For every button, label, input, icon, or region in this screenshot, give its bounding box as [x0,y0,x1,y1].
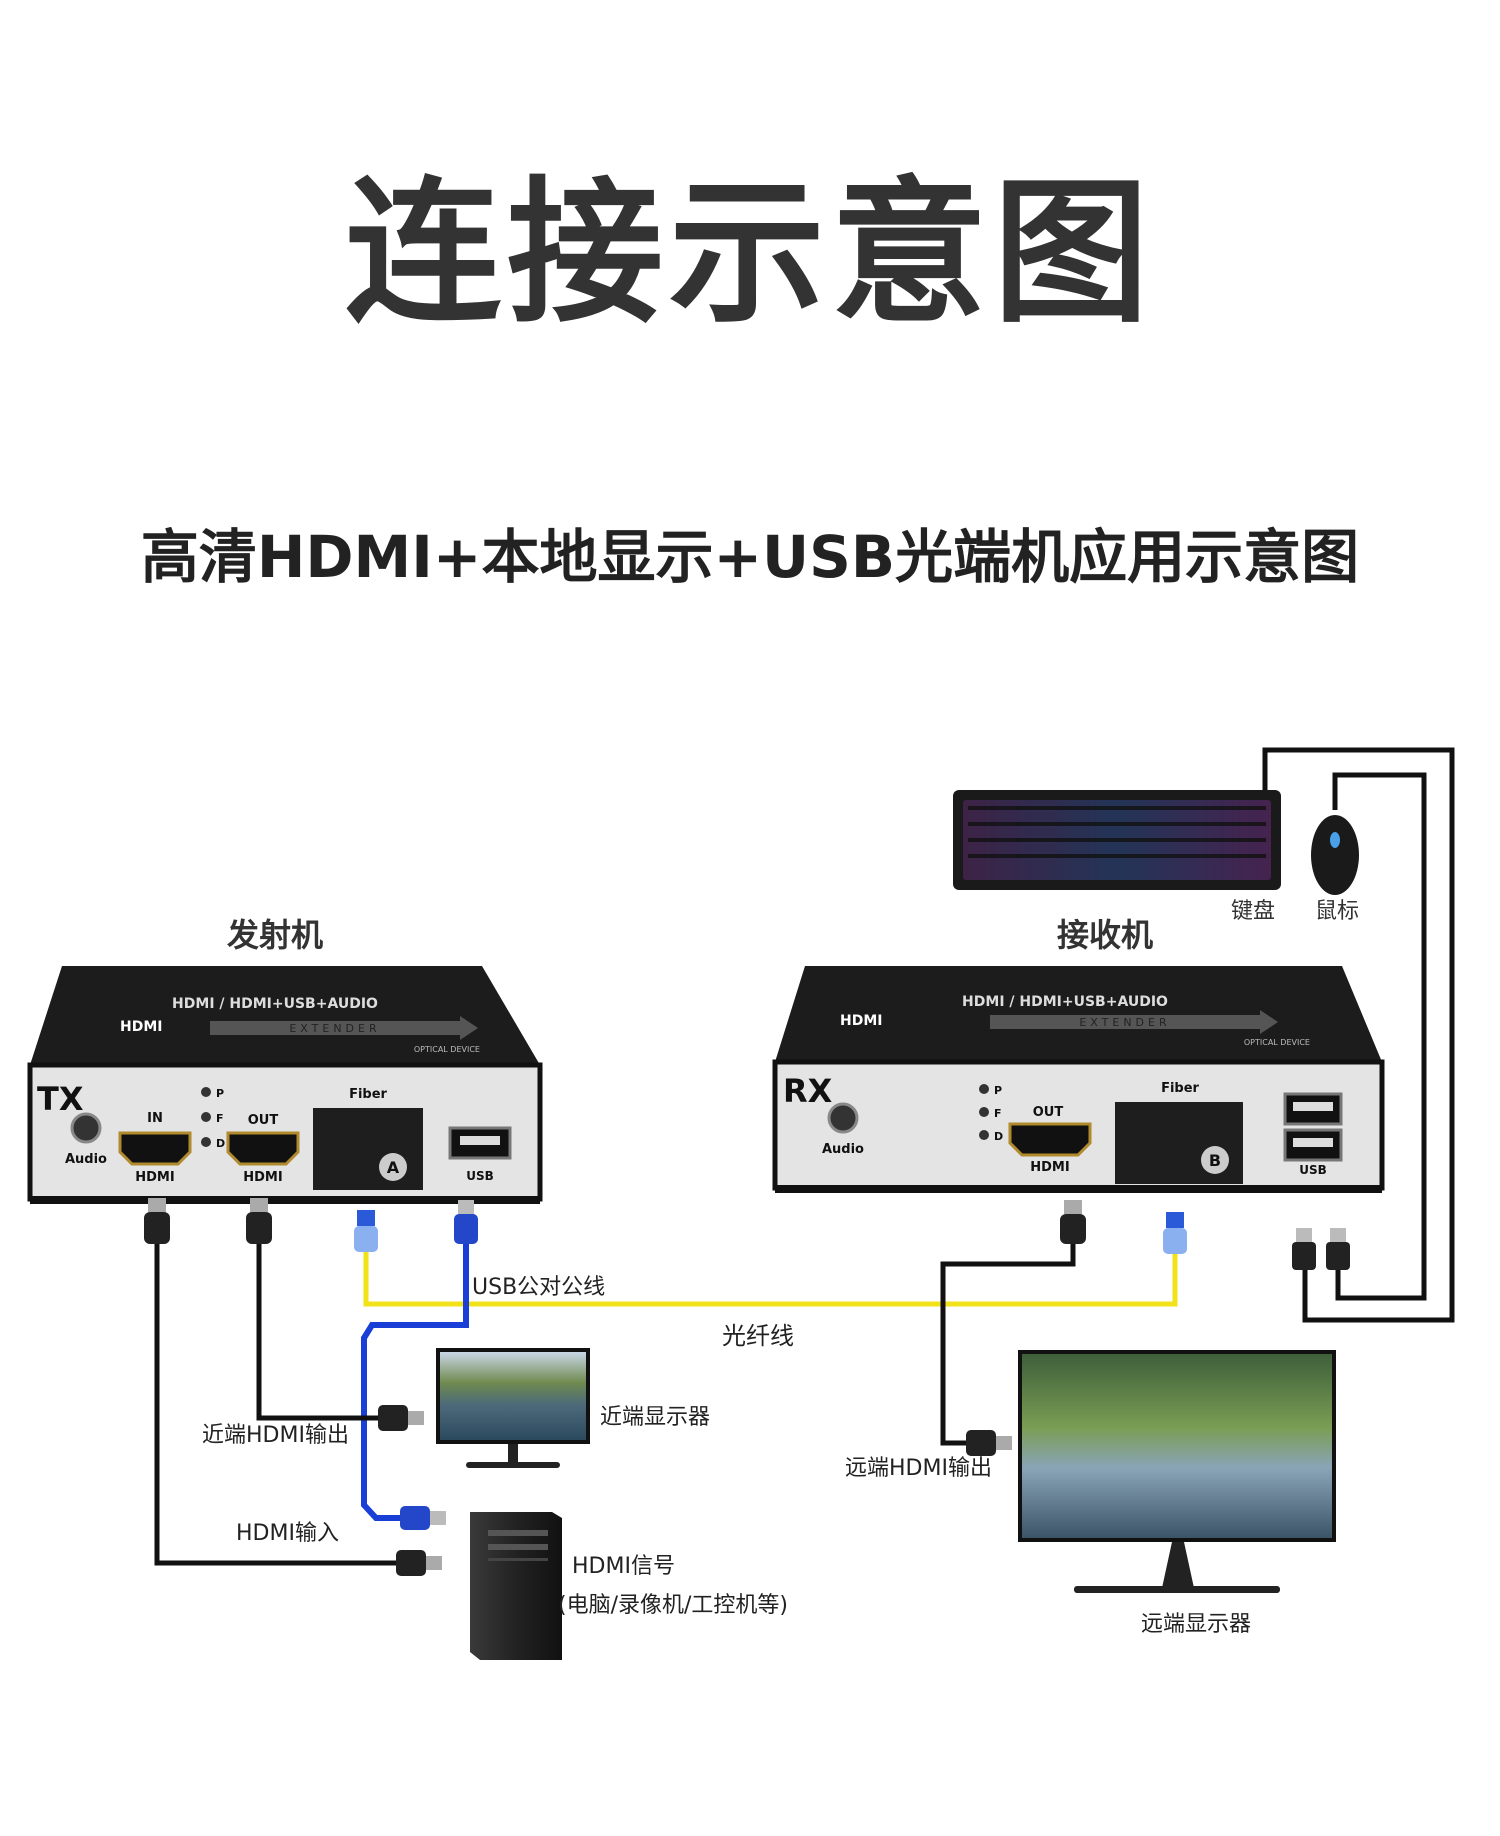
near-hdmi-cable [256,1232,380,1421]
page-title: 连接示意图 [345,162,1155,344]
tx-top-optical: OPTICAL DEVICE [414,1045,480,1054]
rx-fiber-port-icon[interactable] [1115,1102,1243,1184]
tx-top-text: HDMI / HDMI+USB+AUDIO [172,996,378,1012]
pc-tower-icon [470,1512,562,1660]
keyboard-label: 键盘 [1231,899,1275,924]
tx-audio-label: Audio [65,1152,107,1167]
far-display-plug-icon [966,1430,1012,1456]
far-hdmi-out-label: 远端HDMI输出 [845,1456,992,1481]
tx-led-f-label: F [216,1112,224,1125]
rx-top-text: HDMI / HDMI+USB+AUDIO [962,994,1168,1010]
usb-cable-label: USB公对公线 [472,1275,605,1300]
hdmi-input-label: HDMI输入 [236,1521,339,1546]
rx-top-logo: HDMI [840,1013,882,1029]
receiver-caption: 接收机 [1057,916,1153,954]
tx-fiber-port-icon[interactable] [313,1108,423,1190]
rx-usb-plug-1-icon [1292,1228,1316,1270]
mouse-cable [1332,772,1427,1301]
mouse-icon [1311,815,1359,895]
rx-audio-label: Audio [822,1142,864,1157]
transmitter-device: HDMI / HDMI+USB+AUDIO HDMI EXTENDER OPTI… [27,966,543,1204]
rx-led-f-icon [979,1107,989,1117]
tx-hdmi-out-bottom-label: HDMI [243,1170,282,1185]
rx-fiber-label: Fiber [1161,1081,1199,1096]
tx-top-extender: EXTENDER [289,1022,380,1035]
tx-fiber-port-letter: A [387,1158,400,1177]
keyboard-cable [1262,747,1455,1323]
tx-label: TX [37,1080,84,1118]
tx-led-d-label: D [216,1137,225,1150]
rx-led-d-label: D [994,1130,1003,1143]
page-subtitle: 高清HDMI+本地显示+USB光端机应用示意图 [140,523,1360,591]
rx-hdmi-out-top-label: OUT [1033,1105,1064,1120]
tx-led-p-label: P [216,1087,224,1100]
rx-fiber-plug-icon [1163,1212,1187,1254]
rx-hdmi-out-port-icon[interactable] [1008,1122,1092,1157]
tx-hdmi-out-port-icon[interactable] [226,1131,300,1166]
rx-fiber-port-letter: B [1209,1151,1221,1170]
rx-led-p-icon [979,1084,989,1094]
pc-usb-plug-icon [400,1506,446,1530]
transmitter-caption: 发射机 [227,916,323,954]
rx-hdmi-plug-icon [1060,1200,1086,1244]
tx-led-d-icon [201,1137,211,1147]
far-hdmi-cable [940,1240,1076,1446]
tx-led-f-icon [201,1112,211,1122]
rx-top-extender: EXTENDER [1079,1016,1170,1029]
near-display-icon [436,1348,590,1468]
near-display-plug-icon [378,1405,424,1431]
mouse-label: 鼠标 [1315,899,1359,924]
usb-cable [361,1242,469,1521]
hdmi-signal-label: HDMI信号 [572,1554,675,1579]
tx-usb-plug-icon [454,1200,478,1244]
rx-label: RX [783,1072,833,1110]
hdmi-input-cable [154,1232,405,1566]
rx-usb-plug-2-icon [1326,1228,1350,1270]
tx-fiber-plug-icon [354,1210,378,1252]
tx-hdmi-in-plug-icon [144,1198,170,1244]
rx-top-optical: OPTICAL DEVICE [1244,1038,1310,1047]
tx-fiber-label: Fiber [349,1087,387,1102]
rx-hdmi-out-bottom-label: HDMI [1030,1160,1069,1175]
near-display-label: 近端显示器 [600,1405,710,1430]
tx-led-p-icon [201,1087,211,1097]
rx-usb-label: USB [1299,1163,1327,1177]
receiver-device: HDMI / HDMI+USB+AUDIO HDMI EXTENDER OPTI… [772,966,1385,1193]
tx-top-logo: HDMI [120,1019,162,1035]
tx-hdmi-in-top-label: IN [147,1111,163,1126]
pc-hdmi-plug-icon [396,1550,442,1576]
rx-led-d-icon [979,1130,989,1140]
tx-audio-jack-icon[interactable] [70,1112,102,1144]
tx-hdmi-in-port-icon[interactable] [118,1131,192,1166]
far-display-label: 远端显示器 [1141,1612,1251,1637]
rx-audio-jack-icon[interactable] [827,1102,859,1134]
keyboard-icon [953,790,1281,890]
fiber-cable [363,1250,1178,1307]
rx-led-p-label: P [994,1084,1002,1097]
far-display-icon [1018,1350,1336,1593]
tx-usb-label: USB [466,1169,494,1183]
fiber-cable-label: 光纤线 [722,1322,794,1350]
hdmi-signal-sources-label: (电脑/录像机/工控机等) [558,1593,788,1618]
tx-hdmi-out-top-label: OUT [248,1113,279,1128]
rx-led-f-label: F [994,1107,1002,1120]
tx-hdmi-in-bottom-label: HDMI [135,1170,174,1185]
tx-hdmi-out-plug-icon [246,1198,272,1244]
near-hdmi-out-label: 近端HDMI输出 [202,1423,349,1448]
